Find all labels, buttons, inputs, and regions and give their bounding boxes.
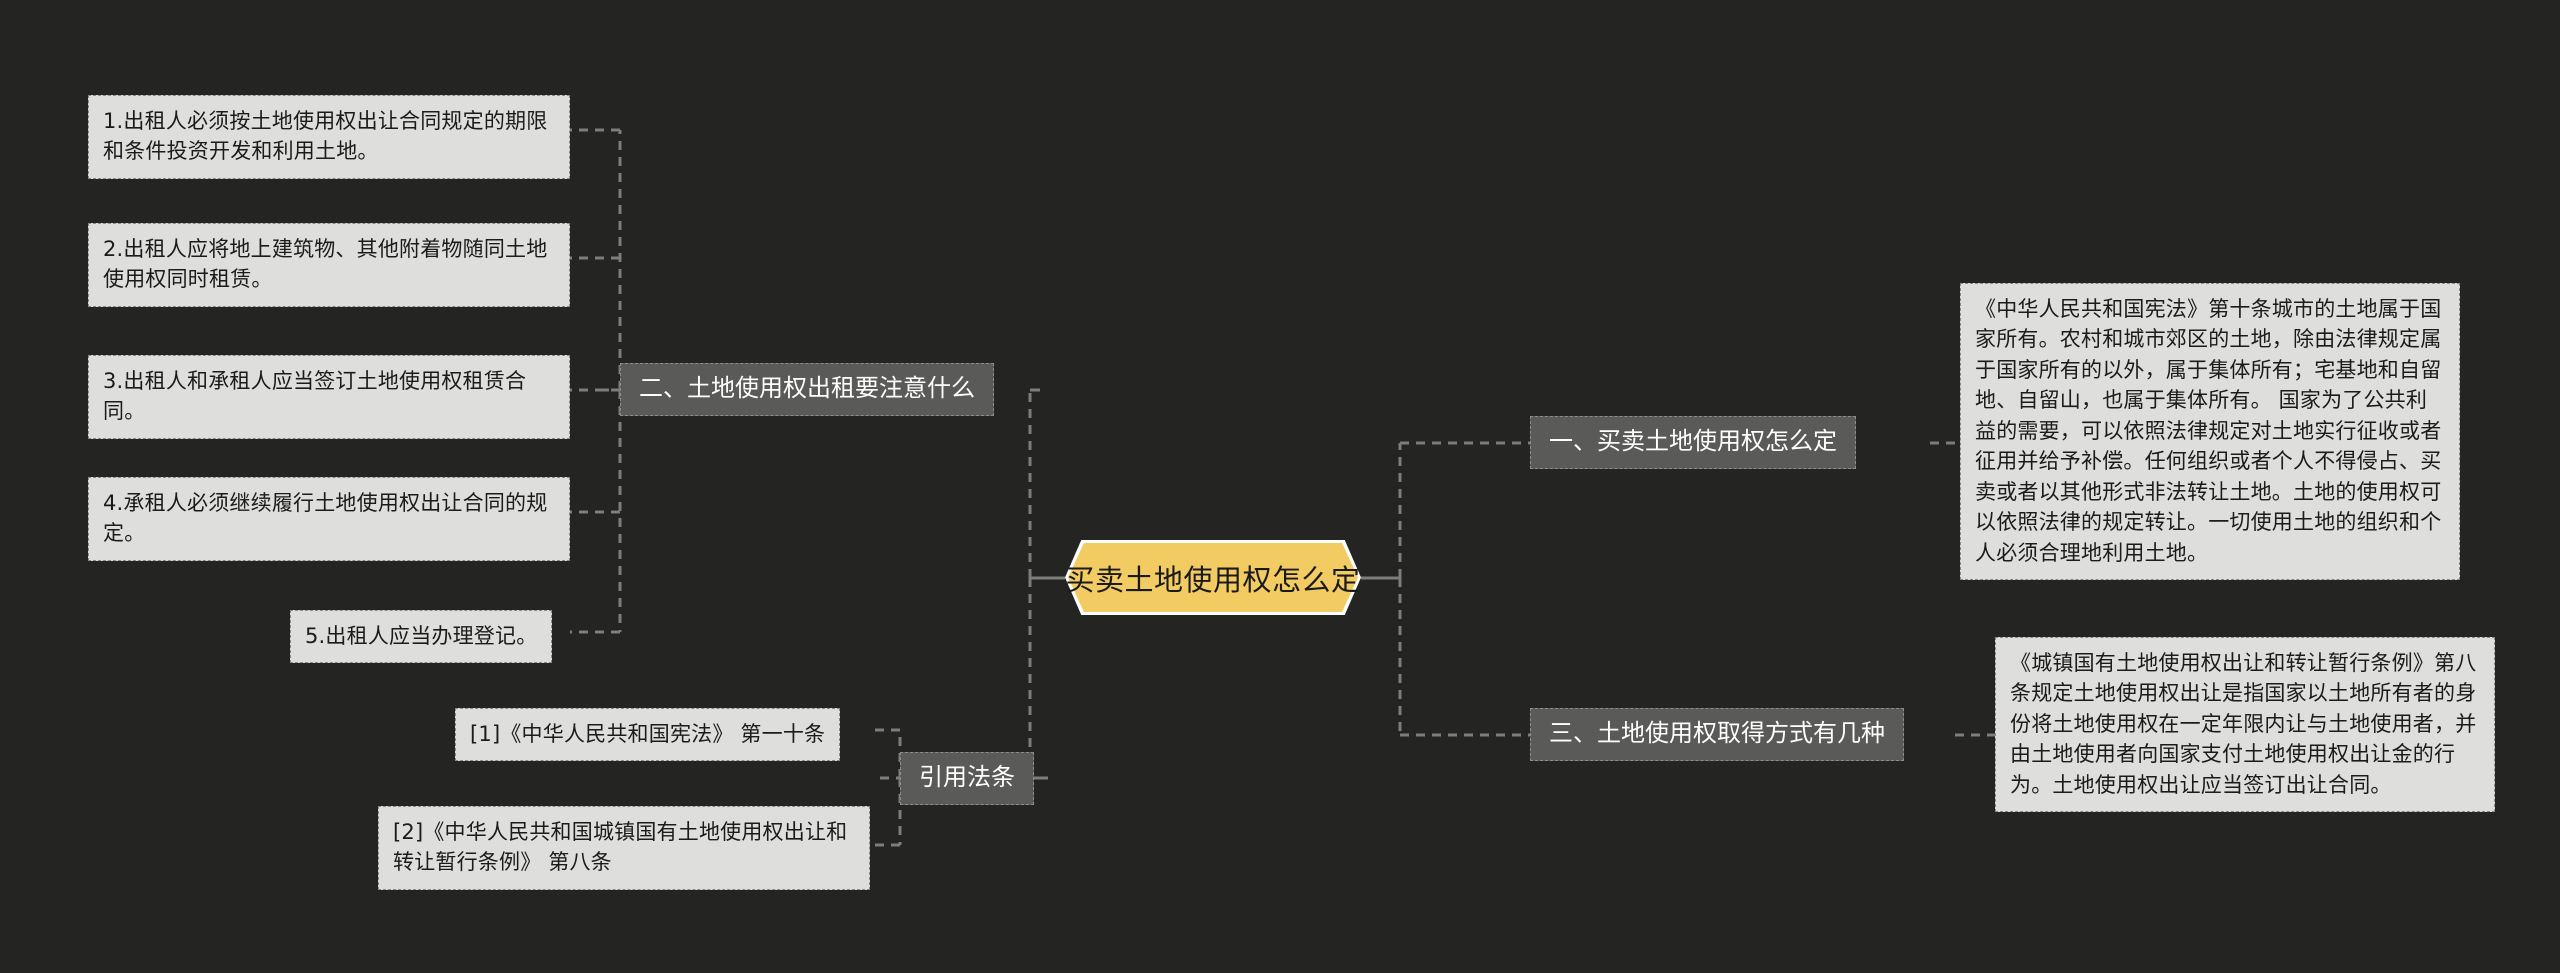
branch-label: 二、土地使用权出租要注意什么 [620, 363, 994, 417]
leaf-label: [2]《中华人民共和国城镇国有土地使用权出让和转让暂行条例》 第八条 [378, 806, 870, 890]
leaf-node-regulation-article-8[interactable]: 《城镇国有土地使用权出让和转让暂行条例》第八条规定土地使用权出让是指国家以土地所… [1995, 637, 2495, 813]
leaf-node-lease-2[interactable]: 2.出租人应将地上建筑物、其他附着物随同土地使用权同时租赁。 [88, 223, 570, 307]
branch-node-acquisition-methods[interactable]: 三、土地使用权取得方式有几种 [1530, 708, 1904, 762]
leaf-label: 《城镇国有土地使用权出让和转让暂行条例》第八条规定土地使用权出让是指国家以土地所… [1995, 637, 2495, 813]
leaf-node-citation-1[interactable]: [1]《中华人民共和国宪法》 第一十条 [455, 708, 841, 762]
leaf-label: 2.出租人应将地上建筑物、其他附着物随同土地使用权同时租赁。 [88, 223, 570, 307]
branch-node-cited-laws[interactable]: 引用法条 [900, 752, 1034, 806]
leaf-node-citation-2[interactable]: [2]《中华人民共和国城镇国有土地使用权出让和转让暂行条例》 第八条 [378, 806, 870, 890]
leaf-label: 5.出租人应当办理登记。 [290, 610, 553, 664]
root-hex-fill [1068, 543, 1358, 612]
branch-node-sale-rules[interactable]: 一、买卖土地使用权怎么定 [1530, 416, 1856, 470]
leaf-node-lease-5[interactable]: 5.出租人应当办理登记。 [290, 610, 553, 664]
leaf-label: 《中华人民共和国宪法》第十条城市的土地属于国家所有。农村和城市郊区的土地，除由法… [1960, 283, 2460, 580]
root-node-label: 买卖土地使用权怎么定 [1065, 562, 1361, 597]
leaf-node-constitution-article-10[interactable]: 《中华人民共和国宪法》第十条城市的土地属于国家所有。农村和城市郊区的土地，除由法… [1960, 283, 2460, 580]
leaf-label: 3.出租人和承租人应当签订土地使用权租赁合同。 [88, 355, 570, 439]
leaf-label: [1]《中华人民共和国宪法》 第一十条 [455, 708, 841, 762]
branch-label: 三、土地使用权取得方式有几种 [1530, 708, 1904, 762]
branch-label: 引用法条 [900, 752, 1034, 806]
branch-node-land-lease-notes[interactable]: 二、土地使用权出租要注意什么 [620, 363, 994, 417]
root-node[interactable]: 买卖土地使用权怎么定 [1065, 540, 1361, 615]
leaf-label: 1.出租人必须按土地使用权出让合同规定的期限和条件投资开发和利用土地。 [88, 95, 570, 179]
leaf-label: 4.承租人必须继续履行土地使用权出让合同的规定。 [88, 477, 570, 561]
branch-label: 一、买卖土地使用权怎么定 [1530, 416, 1856, 470]
leaf-node-lease-3[interactable]: 3.出租人和承租人应当签订土地使用权租赁合同。 [88, 355, 570, 439]
leaf-node-lease-4[interactable]: 4.承租人必须继续履行土地使用权出让合同的规定。 [88, 477, 570, 561]
leaf-node-lease-1[interactable]: 1.出租人必须按土地使用权出让合同规定的期限和条件投资开发和利用土地。 [88, 95, 570, 179]
